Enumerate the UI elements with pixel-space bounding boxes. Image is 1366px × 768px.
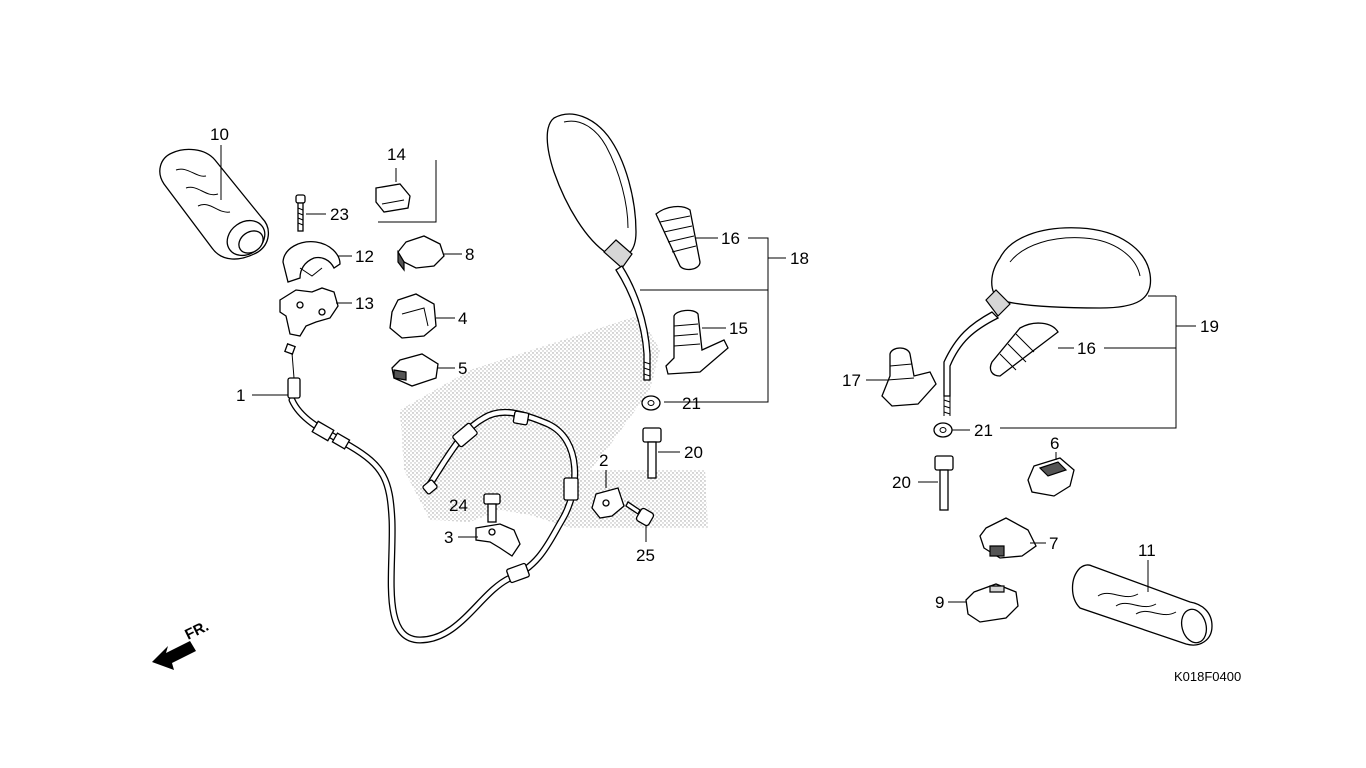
label-2: 2 [599,451,608,470]
bolt-part-24[interactable] [483,493,501,523]
switch-part-8[interactable] [397,235,445,272]
switch-part-9[interactable] [965,583,1019,623]
label-20-left: 20 [684,443,703,462]
label-15: 15 [729,319,748,338]
label-24: 24 [449,496,468,515]
left-mirror-part-18[interactable] [546,113,651,381]
label-8: 8 [465,245,474,264]
cap-part-14[interactable] [375,183,411,213]
left-grip-part-10[interactable] [159,148,272,262]
label-6: 6 [1050,434,1059,453]
right-mirror-part-19[interactable] [943,227,1152,416]
front-direction-arrow: FR. [152,618,211,670]
label-18: 18 [790,249,809,268]
boot-part-16-right[interactable] [989,322,1059,377]
bolt-part-20-right[interactable] [934,455,954,511]
nut-part-21-right[interactable] [933,422,953,438]
switch-part-4[interactable] [389,293,437,339]
label-5: 5 [458,359,467,378]
switch-part-7[interactable] [979,517,1037,559]
label-14: 14 [387,145,406,164]
label-17: 17 [842,371,861,390]
bracket-part-2[interactable] [591,487,625,519]
label-23: 23 [330,205,349,224]
screw-part-23[interactable] [295,194,306,232]
clamp-part-3[interactable] [475,523,521,557]
label-3: 3 [444,528,453,547]
bolt-part-20-left[interactable] [642,427,662,479]
boot-part-15[interactable] [665,309,729,375]
label-13: 13 [355,294,374,313]
label-12: 12 [355,247,374,266]
switch-part-6[interactable] [1027,457,1075,497]
label-11: 11 [1138,541,1156,560]
label-20-right: 20 [892,473,911,492]
housing-part-13[interactable] [279,287,339,337]
throttle-cable-part-1[interactable] [284,343,579,644]
label-10: 10 [210,125,229,144]
boot-part-16-left[interactable] [655,205,701,271]
label-16-left: 16 [721,229,740,248]
label-21-right: 21 [974,421,993,440]
diagram-code: K018F0400 [1174,669,1241,684]
label-19: 19 [1200,317,1219,336]
front-label: FR. [182,618,211,644]
boot-part-17[interactable] [881,347,937,407]
label-9: 9 [935,593,944,612]
switch-part-5[interactable] [391,353,439,387]
label-16-right: 16 [1077,339,1096,358]
label-4: 4 [458,309,467,328]
label-7: 7 [1049,534,1058,553]
screw-part-25[interactable] [625,501,655,527]
housing-cover-part-12[interactable] [282,241,341,283]
frame-shading [400,315,708,528]
label-21-left: 21 [682,394,701,413]
label-1: 1 [236,386,245,405]
nut-part-21-left[interactable] [641,395,661,411]
right-grip-part-11[interactable] [1071,564,1213,646]
label-25: 25 [636,546,655,565]
